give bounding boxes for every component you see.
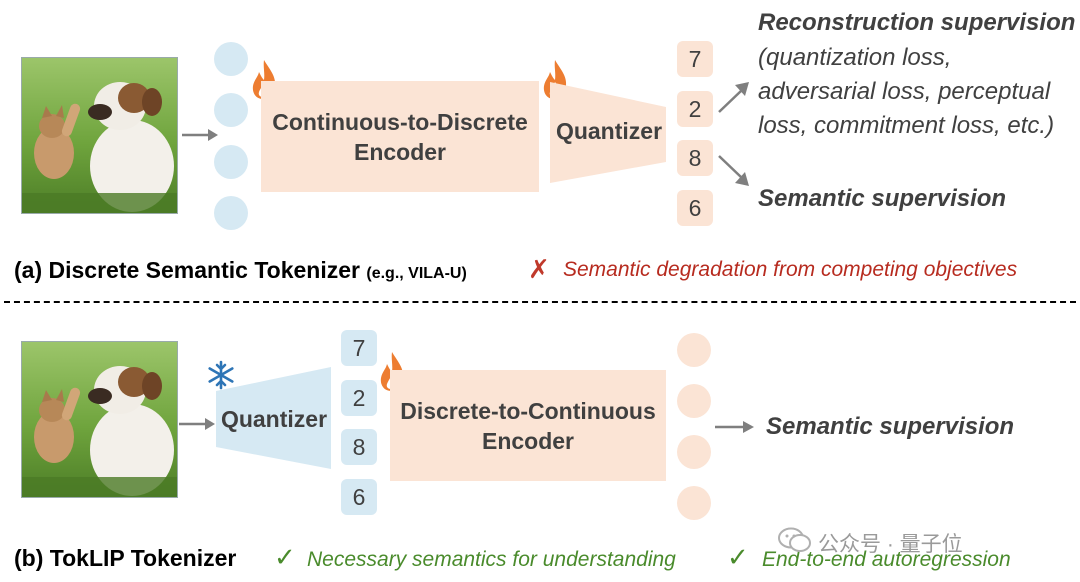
semantic-degradation-note: Semantic degradation from competing obje… [563, 258, 1018, 281]
encoder-label-line1: Discrete-to-Continuous [400, 397, 656, 424]
quantizer-trapezoid-a [550, 82, 666, 183]
necessary-semantics-note: Necessary semantics for understanding [307, 548, 676, 571]
input-image-cat-dog-a [21, 57, 178, 214]
discrete-to-continuous-encoder: Discrete-to-Continuous Encoder [390, 370, 666, 481]
semantic-supervision-a: Semantic supervision [758, 185, 1007, 212]
cross-mark-icon: ✗ [528, 254, 550, 284]
continuous-to-discrete-encoder: Continuous-to-Discrete Encoder [261, 81, 539, 192]
check-mark-icon: ✓ [274, 542, 296, 572]
encoder-label-line2: Encoder [481, 427, 575, 454]
reconstruction-losses-line3: loss, commitment loss, etc.) [758, 112, 1055, 139]
semantic-supervision-b: Semantic supervision [766, 413, 1015, 440]
discrete-token: 2 [677, 91, 713, 127]
continuous-feature-circle [214, 93, 248, 127]
watermark-text: 公众号 · 量子位 [818, 533, 963, 556]
reconstruction-losses-line2: adversarial loss, perceptual [758, 78, 1051, 105]
quantizer-label-a: Quantizer [555, 118, 663, 144]
arrow-to-reconstruction [718, 82, 749, 113]
continuous-feature-circle [677, 384, 711, 418]
arrow-image-to-tokens-a [182, 129, 218, 141]
caption-a-main: (a) Discrete Semantic Tokenizer [14, 257, 360, 283]
input-image-cat-dog-b [21, 341, 178, 498]
reconstruction-supervision-title: Reconstruction supervision [758, 9, 1076, 36]
caption-a-example: (e.g., VILA-U) [366, 265, 467, 282]
continuous-feature-circle [677, 333, 711, 367]
continuous-feature-circle [677, 435, 711, 469]
end-to-end-note: End-to-end autoregression [762, 548, 1011, 571]
continuous-feature-circle [214, 42, 248, 76]
caption-b: (b) TokLIP Tokenizer [14, 545, 237, 571]
continuous-feature-circle [214, 145, 248, 179]
encoder-label-line2: Encoder [353, 138, 447, 165]
discrete-token: 2 [341, 380, 377, 416]
reconstruction-losses-line1: (quantization loss, [758, 44, 952, 71]
discrete-token: 6 [677, 190, 713, 226]
continuous-feature-circle [677, 486, 711, 520]
wechat-icon [778, 527, 811, 552]
arrow-to-semantic-b [715, 421, 754, 433]
quantizer-trapezoid-b [216, 367, 331, 469]
quantizer-label-b: Quantizer [220, 406, 328, 432]
snowflake-icon [208, 360, 234, 390]
caption-a: (a) Discrete Semantic Tokenizer (e.g., V… [14, 257, 467, 284]
continuous-feature-circle [214, 196, 248, 230]
encoder-label-line1: Continuous-to-Discrete [272, 108, 528, 135]
discrete-token: 8 [677, 140, 713, 176]
check-mark-icon: ✓ [727, 542, 749, 572]
panel-divider [4, 301, 1076, 303]
arrow-to-semantic-a [718, 155, 749, 186]
arrow-image-to-quantizer-b [179, 418, 215, 430]
discrete-token: 7 [677, 41, 713, 77]
discrete-token: 8 [341, 429, 377, 465]
discrete-token: 7 [341, 330, 377, 366]
discrete-token: 6 [341, 479, 377, 515]
